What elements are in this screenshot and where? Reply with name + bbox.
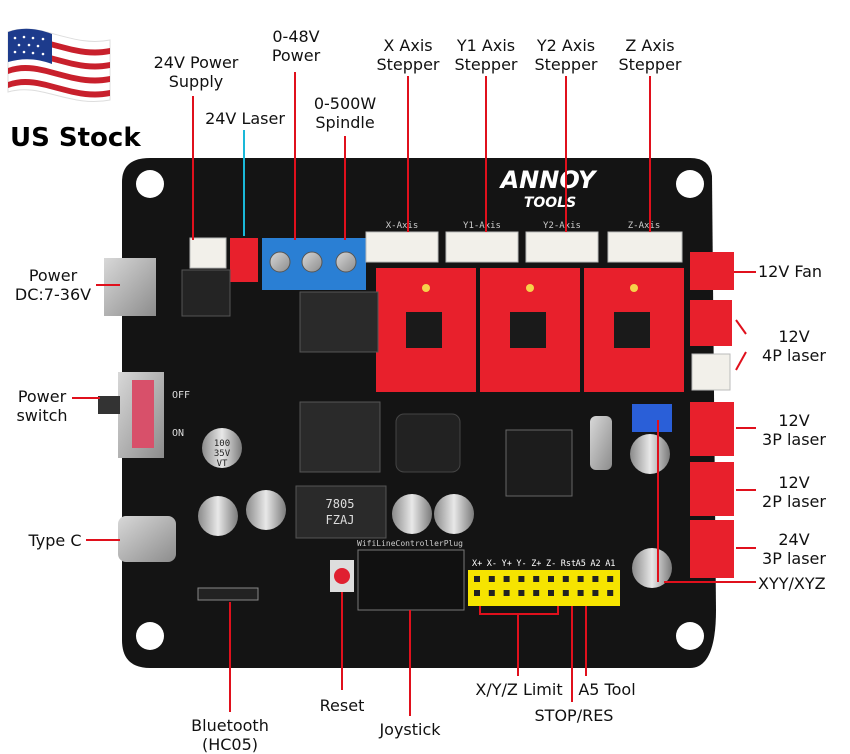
heatsink-regulator [299,401,381,473]
header-pin [488,590,495,596]
label-laser-24v: 24V Laser [205,109,285,128]
header-pin-label: X+ [472,559,482,569]
capacitors: 100 35V VT [198,428,672,588]
bluetooth-header [197,587,259,601]
axis-connectors: X-Axis Y1-Axis Y2-Axis Z-Axis [365,221,683,263]
callout-lines [72,72,756,716]
brand-logo: ANNOY TOOLS [499,166,598,211]
svg-text:100: 100 [214,439,230,449]
header-pin [518,590,525,596]
power-supply-24v-connector [189,237,227,269]
joystick-header: WifiLineControllerPlug [357,539,465,611]
header-pin-label: Rst [561,559,576,569]
stock-badge: US Stock [10,123,141,153]
label-joystick: Joystick [379,720,441,739]
header-pin [592,590,599,596]
header-pin-label: A2 [590,559,600,569]
svg-text:35V: 35V [214,449,231,459]
label-xyy-xyz: XYY/XYZ [758,574,826,593]
header-pin [562,590,569,596]
mcu-chip [505,429,573,497]
header-pin [533,590,540,596]
label-limit: X/Y/Z Limit [475,680,563,699]
label-reset: Reset [319,696,365,715]
terminal-block [262,238,366,290]
header-pin [533,576,540,582]
header-pin [503,576,510,582]
mosfet-top [181,269,231,317]
svg-text:WifiLineControllerPlug: WifiLineControllerPlug [357,539,463,548]
dc-power-jack [104,258,156,316]
svg-text:Y2-Axis: Y2-Axis [543,221,581,231]
header-pin-label: Z- [546,559,556,569]
header-pin [607,590,614,596]
header-pin [548,576,554,582]
mosfet-right [299,291,379,353]
header-pin [474,590,480,596]
svg-text:FZAJ: FZAJ [326,513,355,527]
reset-button[interactable] [330,560,354,592]
right-connectors [632,252,734,578]
header-pin [474,576,480,582]
mounting-holes [136,170,704,650]
header-pin [577,590,584,596]
header-pin-label: X- [487,559,497,569]
svg-text:VT: VT [217,459,228,469]
header-pin [548,590,554,596]
us-flag-icon [7,28,111,102]
header-pin-label: Z+ [531,559,541,569]
header-pin [562,576,569,582]
header-pin [518,576,525,582]
header-pin-label: A1 [605,559,615,569]
svg-text:X-Axis: X-Axis [386,221,419,231]
header-pin [503,590,510,596]
svg-text:ON: ON [172,428,184,439]
regulator-7805: 7805 FZAJ [295,485,387,539]
header-pin [607,576,614,582]
label-type-c: Type C [28,531,82,550]
svg-text:7805: 7805 [326,497,355,511]
svg-text:Z-Axis: Z-Axis [628,221,661,231]
svg-text:OFF: OFF [172,390,190,401]
header-pin [592,576,599,582]
header-pin-label: Y+ [502,559,512,569]
label-fan-12v: 12V Fan [758,262,823,281]
laser-24v-connector [230,238,258,282]
header-pin-label: Y- [516,559,526,569]
inductor [395,413,461,473]
header-pin [488,576,495,582]
label-bluetooth: Bluetooth(HC05) [191,716,269,754]
header-pin-label: A5 [576,559,586,569]
svg-text:Y1-Axis: Y1-Axis [463,221,501,231]
crystal [590,416,612,470]
stepper-drivers [376,268,684,392]
type-c-port [118,516,176,562]
label-a5-tool: A5 Tool [578,680,636,699]
label-stop-res: STOP/RES [534,706,614,725]
brand-bottom: TOOLS [524,195,576,211]
header-pin [577,576,584,582]
brand-top: ANNOY [499,166,598,194]
power-switch-body: OFF ON [98,372,190,458]
